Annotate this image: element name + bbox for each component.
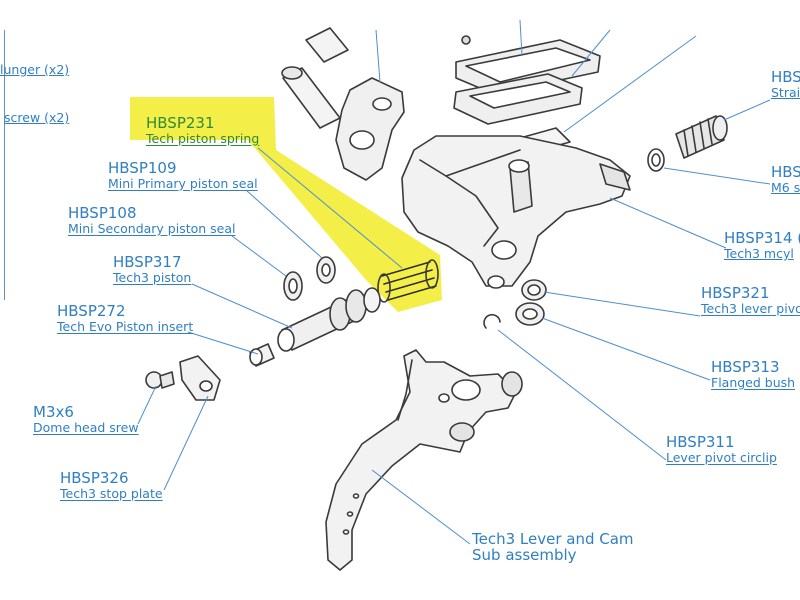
- part-description: Tech piston spring: [146, 130, 260, 146]
- reservoir-cap-part: [453, 39, 601, 153]
- callout-m3x6: M3x6 Dome head srew: [33, 403, 139, 435]
- bar-clamp-part: [335, 35, 471, 181]
- part-description: Tech Evo Piston insert: [57, 318, 194, 334]
- plunger-pin-part: [281, 27, 349, 129]
- right-top-code: HBS: [771, 68, 800, 86]
- lever-cam-part: [325, 349, 523, 571]
- part-description: Tech3 lever pivot: [701, 300, 800, 316]
- hbsp314-desc: Tech3 mcyl: [724, 246, 794, 261]
- stop-plate-part: [145, 355, 221, 401]
- piston-spring-part: [377, 259, 439, 303]
- master-cylinder-body-part: [401, 135, 631, 289]
- callout-hbsp326: HBSP326 Tech3 stop plate: [60, 469, 163, 501]
- part-code: HBSP317: [113, 253, 182, 271]
- callout-hbsp108: HBSP108 Mini Secondary piston seal: [68, 204, 236, 236]
- callout-hbsp321: HBSP321 Tech3 lever pivot: [701, 284, 800, 316]
- callout-hbsp231: HBSP231 Tech piston spring: [146, 114, 260, 146]
- callout-hbsp313: HBSP313 Flanged bush: [711, 358, 796, 390]
- right-mid-desc: M6 s: [771, 180, 800, 195]
- callout-hbsp311: HBSP311 Lever pivot circlip: [666, 433, 777, 465]
- leader-lines: [137, 19, 771, 545]
- callout-lever-assembly: Tech3 Lever and Cam Sub assembly: [472, 530, 634, 564]
- callout-hbsp272: HBSP272 Tech Evo Piston insert: [57, 302, 194, 334]
- part-description: Tech3 stop plate: [60, 485, 163, 501]
- screw-label: screw (x2): [4, 110, 70, 125]
- part-description: Sub assembly: [472, 545, 577, 564]
- callout-hbsp109: HBSP109 Mini Primary piston seal: [108, 159, 258, 191]
- piston-seal-parts: [283, 256, 336, 301]
- part-code: HBSP272: [57, 302, 126, 320]
- page-edge-rule: [4, 30, 5, 300]
- part-description: Flanged bush: [711, 374, 796, 390]
- part-code: HBSP321: [701, 284, 770, 302]
- hbsp314-code: HBSP314 (: [724, 229, 800, 247]
- part-description: Mini Primary piston seal: [108, 175, 258, 191]
- part-code: M3x6: [33, 403, 74, 421]
- part-code: HBSP313: [711, 358, 780, 376]
- right-mid-code: HBS: [771, 163, 800, 181]
- part-code: HBSP311: [666, 433, 735, 451]
- straight-fitting-part: [647, 115, 728, 172]
- part-code: HBSP231: [146, 114, 215, 132]
- part-description: Lever pivot circlip: [666, 449, 777, 465]
- highlight-marker: [130, 97, 442, 312]
- pivot-bush-parts: [483, 279, 547, 329]
- piston-assembly-part: [249, 287, 381, 367]
- part-description: Mini Secondary piston seal: [68, 220, 236, 236]
- part-code: HBSP109: [108, 159, 177, 177]
- callout-hbsp317: HBSP317 Tech3 piston: [113, 253, 192, 285]
- part-description: Dome head srew: [33, 419, 139, 435]
- part-code: Tech3 Lever and Cam: [472, 530, 634, 548]
- right-top-desc: Straig: [771, 85, 800, 100]
- part-description: Tech3 piston: [113, 269, 192, 285]
- plunger-label: lunger (x2): [0, 62, 70, 77]
- part-code: HBSP108: [68, 204, 137, 222]
- part-code: HBSP326: [60, 469, 129, 487]
